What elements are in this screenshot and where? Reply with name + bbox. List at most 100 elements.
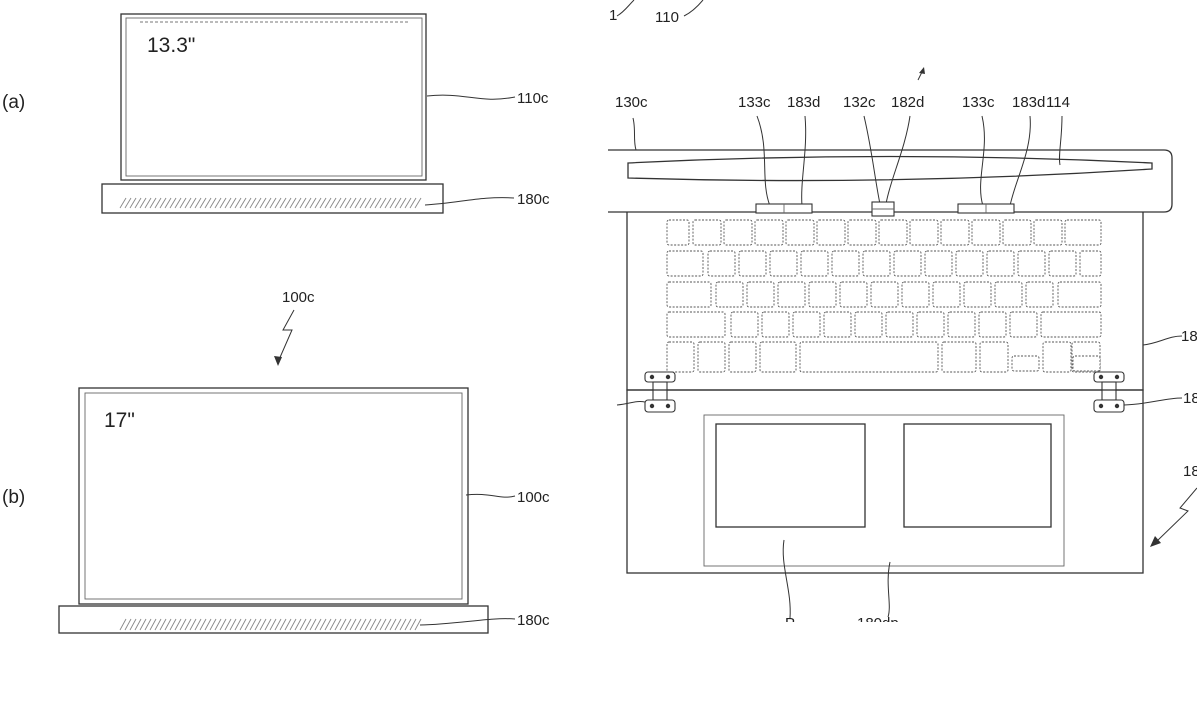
leader-18-keyboard bbox=[1142, 335, 1183, 346]
hatch-a-stroke bbox=[204, 197, 212, 209]
hatch-a-stroke bbox=[294, 197, 302, 209]
key-r3-k0 bbox=[666, 311, 726, 338]
hinge-left bbox=[644, 371, 676, 413]
ref-label-183d-right: 183d bbox=[1012, 94, 1045, 111]
display-100c-inner bbox=[84, 392, 463, 600]
hatch-b-stroke bbox=[144, 618, 152, 631]
hinge-left-upper bbox=[644, 371, 676, 383]
base-180c-b bbox=[58, 605, 489, 634]
hatch-a-stroke bbox=[374, 197, 382, 209]
hatch-a-stroke bbox=[159, 197, 167, 209]
leader-183d-left bbox=[801, 115, 807, 207]
hatch-b-stroke bbox=[284, 618, 292, 631]
hatch-b-stroke bbox=[409, 618, 417, 631]
key-r3-k2 bbox=[761, 311, 790, 338]
hatch-b-stroke bbox=[154, 618, 162, 631]
hinge-right bbox=[1093, 371, 1125, 413]
hatch-a-stroke bbox=[394, 197, 402, 209]
key-r2-k8 bbox=[932, 281, 961, 308]
hatch-b-stroke bbox=[239, 618, 247, 631]
hatch-a-stroke bbox=[369, 197, 377, 209]
hatch-b-stroke bbox=[254, 618, 262, 631]
hatch-b-stroke bbox=[399, 618, 407, 631]
key-arrow-1 bbox=[1072, 355, 1101, 372]
key-r4-k7 bbox=[1042, 341, 1072, 373]
hatch-a-stroke bbox=[184, 197, 192, 209]
hatch-b-stroke bbox=[204, 618, 212, 631]
key-r2-k2 bbox=[746, 281, 775, 308]
key-r2-k6 bbox=[870, 281, 899, 308]
hatch-b-stroke bbox=[294, 618, 302, 631]
key-r4-k3 bbox=[759, 341, 797, 373]
key-r2-k3 bbox=[777, 281, 806, 308]
panel-label-b: (b) bbox=[2, 487, 25, 508]
hatch-b-stroke bbox=[349, 618, 357, 631]
hatch-b-stroke bbox=[274, 618, 282, 631]
hinge-right-lower-pin-a bbox=[1098, 403, 1104, 409]
hatch-a-stroke bbox=[409, 197, 417, 209]
hatch-b-stroke bbox=[414, 618, 422, 631]
hatch-b-stroke bbox=[339, 618, 347, 631]
key-r1-k10 bbox=[986, 250, 1015, 277]
key-r0-k3 bbox=[754, 219, 784, 246]
hatch-a-stroke bbox=[244, 197, 252, 209]
hatch-a-stroke bbox=[239, 197, 247, 209]
hatch-b-stroke bbox=[134, 618, 142, 631]
hatch-b-stroke bbox=[179, 618, 187, 631]
base-hatch-a bbox=[119, 197, 422, 209]
key-r0-k2 bbox=[723, 219, 753, 246]
hatch-a-stroke bbox=[124, 197, 132, 209]
arrow-head-18 bbox=[1150, 536, 1161, 547]
key-r3-k8 bbox=[947, 311, 976, 338]
screen-size-small: 13.3" bbox=[147, 34, 195, 57]
hatch-b-stroke bbox=[269, 618, 277, 631]
key-r3-k9 bbox=[978, 311, 1007, 338]
hinge-right-upper-pin-a bbox=[1098, 374, 1104, 380]
hatch-a-stroke bbox=[364, 197, 372, 209]
hatch-a-stroke bbox=[189, 197, 197, 209]
key-r0-k9 bbox=[940, 219, 970, 246]
ref-label-182d: 182d bbox=[891, 94, 924, 111]
key-r4-k1 bbox=[697, 341, 726, 373]
hatch-a-stroke bbox=[334, 197, 342, 209]
hatch-a-stroke bbox=[344, 197, 352, 209]
hatch-a-stroke bbox=[229, 197, 237, 209]
ref-label-180c-a: 180c bbox=[517, 191, 550, 208]
hatch-b-stroke bbox=[189, 618, 197, 631]
laptop-top-view: 1 110 130c 133c 183d 132c 182d 133c 183d… bbox=[608, 0, 1197, 632]
hatch-b-stroke bbox=[259, 618, 267, 631]
hatch-a-stroke bbox=[164, 197, 172, 209]
leader-183d-right bbox=[1009, 115, 1031, 207]
hatch-a-stroke bbox=[359, 197, 367, 209]
screen-size-large: 17" bbox=[104, 409, 135, 432]
key-r1-k11 bbox=[1017, 250, 1046, 277]
leader-130c bbox=[632, 117, 637, 151]
hatch-b-stroke bbox=[364, 618, 372, 631]
hatch-b-stroke bbox=[139, 618, 147, 631]
key-r1-k13 bbox=[1079, 250, 1102, 277]
ref-label-110c: 110c bbox=[517, 90, 549, 107]
ref-label-133c-left: 133c bbox=[738, 94, 771, 111]
key-r1-k2 bbox=[738, 250, 767, 277]
hatch-a-stroke bbox=[389, 197, 397, 209]
hatch-b-stroke bbox=[244, 618, 252, 631]
hinge-right-lower-pin-b bbox=[1114, 403, 1120, 409]
hatch-b-stroke bbox=[184, 618, 192, 631]
hatch-a-stroke bbox=[219, 197, 227, 209]
hatch-b-stroke bbox=[309, 618, 317, 631]
hatch-a-stroke bbox=[154, 197, 162, 209]
hatch-a-stroke bbox=[349, 197, 357, 209]
key-r3-k11 bbox=[1040, 311, 1102, 338]
hatch-a-stroke bbox=[274, 197, 282, 209]
key-r1-k4 bbox=[800, 250, 829, 277]
roll-slot-114 bbox=[627, 155, 1153, 182]
hatch-a-stroke bbox=[269, 197, 277, 209]
hatch-b-stroke bbox=[279, 618, 287, 631]
leader-1-partial bbox=[616, 0, 635, 17]
key-r0-k6 bbox=[847, 219, 877, 246]
leader-hinge-right bbox=[1123, 397, 1183, 406]
hatch-b-stroke bbox=[194, 618, 202, 631]
hatch-a-stroke bbox=[254, 197, 262, 209]
leader-P bbox=[782, 539, 791, 619]
display-100c bbox=[78, 387, 469, 605]
